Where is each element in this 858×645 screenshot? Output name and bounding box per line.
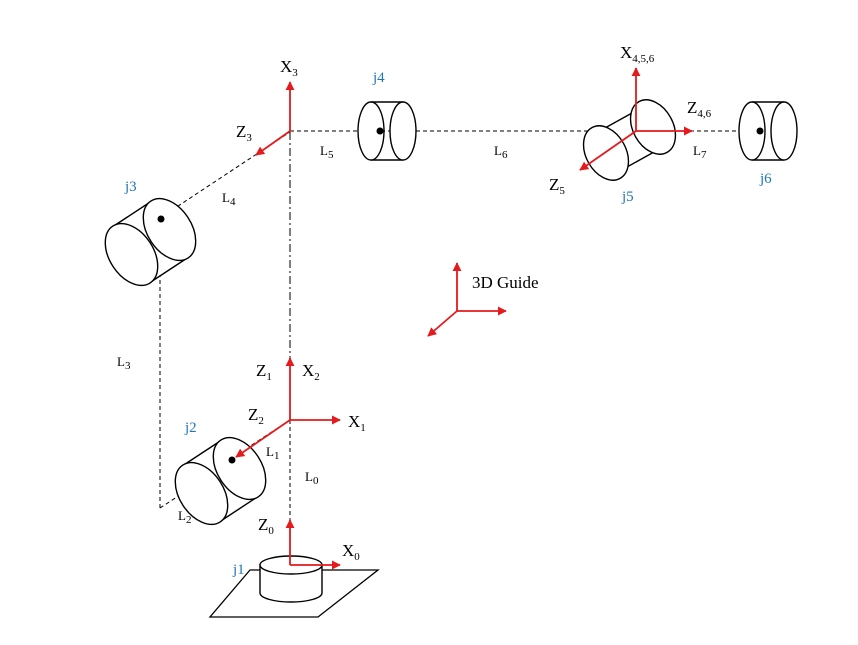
j6-label: j6 — [759, 171, 772, 187]
j2-center-dot — [228, 456, 236, 464]
j1-label: j1 — [232, 562, 245, 578]
z0-label: Z0 — [258, 515, 274, 537]
joint-j6-cylinder — [738, 101, 798, 161]
x2-label: X2 — [302, 361, 320, 383]
l3-label: L3 — [117, 354, 131, 372]
z1-label: Z1 — [256, 361, 272, 383]
l0-label: L0 — [305, 469, 319, 487]
z2-axis-arrow — [235, 419, 291, 458]
j2-label: j2 — [184, 420, 197, 436]
j6-center-dot — [756, 127, 764, 135]
z46-label: Z4,6 — [687, 98, 712, 120]
j4-label: j4 — [372, 70, 385, 86]
x0-label: X0 — [342, 541, 360, 563]
l5-label: L5 — [320, 143, 334, 161]
guide-diagonal-arrow — [427, 310, 458, 337]
base-cylinder — [259, 564, 323, 603]
x456-label: X4,5,6 — [620, 43, 655, 65]
frame-axes — [235, 67, 693, 570]
joint-j3-cylinder — [104, 197, 197, 287]
z3-axis-arrow — [255, 130, 291, 156]
l1-label: L1 — [266, 444, 279, 462]
j5-label: j5 — [621, 189, 634, 205]
l2-label: L2 — [178, 508, 191, 526]
l4-label: L4 — [222, 190, 236, 208]
l7-label: L7 — [693, 143, 707, 161]
j3-center-dot — [157, 215, 165, 223]
3d-guide: 3D Guide — [427, 262, 539, 337]
joint-labels: j1 j2 j3 j4 j5 j6 — [124, 70, 772, 578]
link-labels: L0 L1 L2 L3 L4 L5 L6 L7 — [117, 143, 707, 526]
frame-labels: Z0 X0 Z1 X2 X1 Z2 X3 Z3 X4,5,6 Z4,6 Z5 — [236, 43, 712, 563]
joint-j5-cylinder — [582, 99, 677, 181]
joint-j2-cylinder — [174, 436, 267, 526]
guide-label: 3D Guide — [472, 273, 539, 292]
joint-j4-cylinder — [357, 101, 417, 161]
l6-label: L6 — [494, 143, 508, 161]
z5-label: Z5 — [549, 175, 565, 197]
j3-label: j3 — [124, 179, 137, 195]
z3-label: Z3 — [236, 122, 252, 144]
z2-label: Z2 — [248, 405, 264, 427]
x1-label: X1 — [348, 412, 366, 434]
x3-label: X3 — [280, 57, 298, 79]
z5-axis-arrow — [579, 130, 637, 171]
j4-center-dot — [376, 127, 384, 135]
